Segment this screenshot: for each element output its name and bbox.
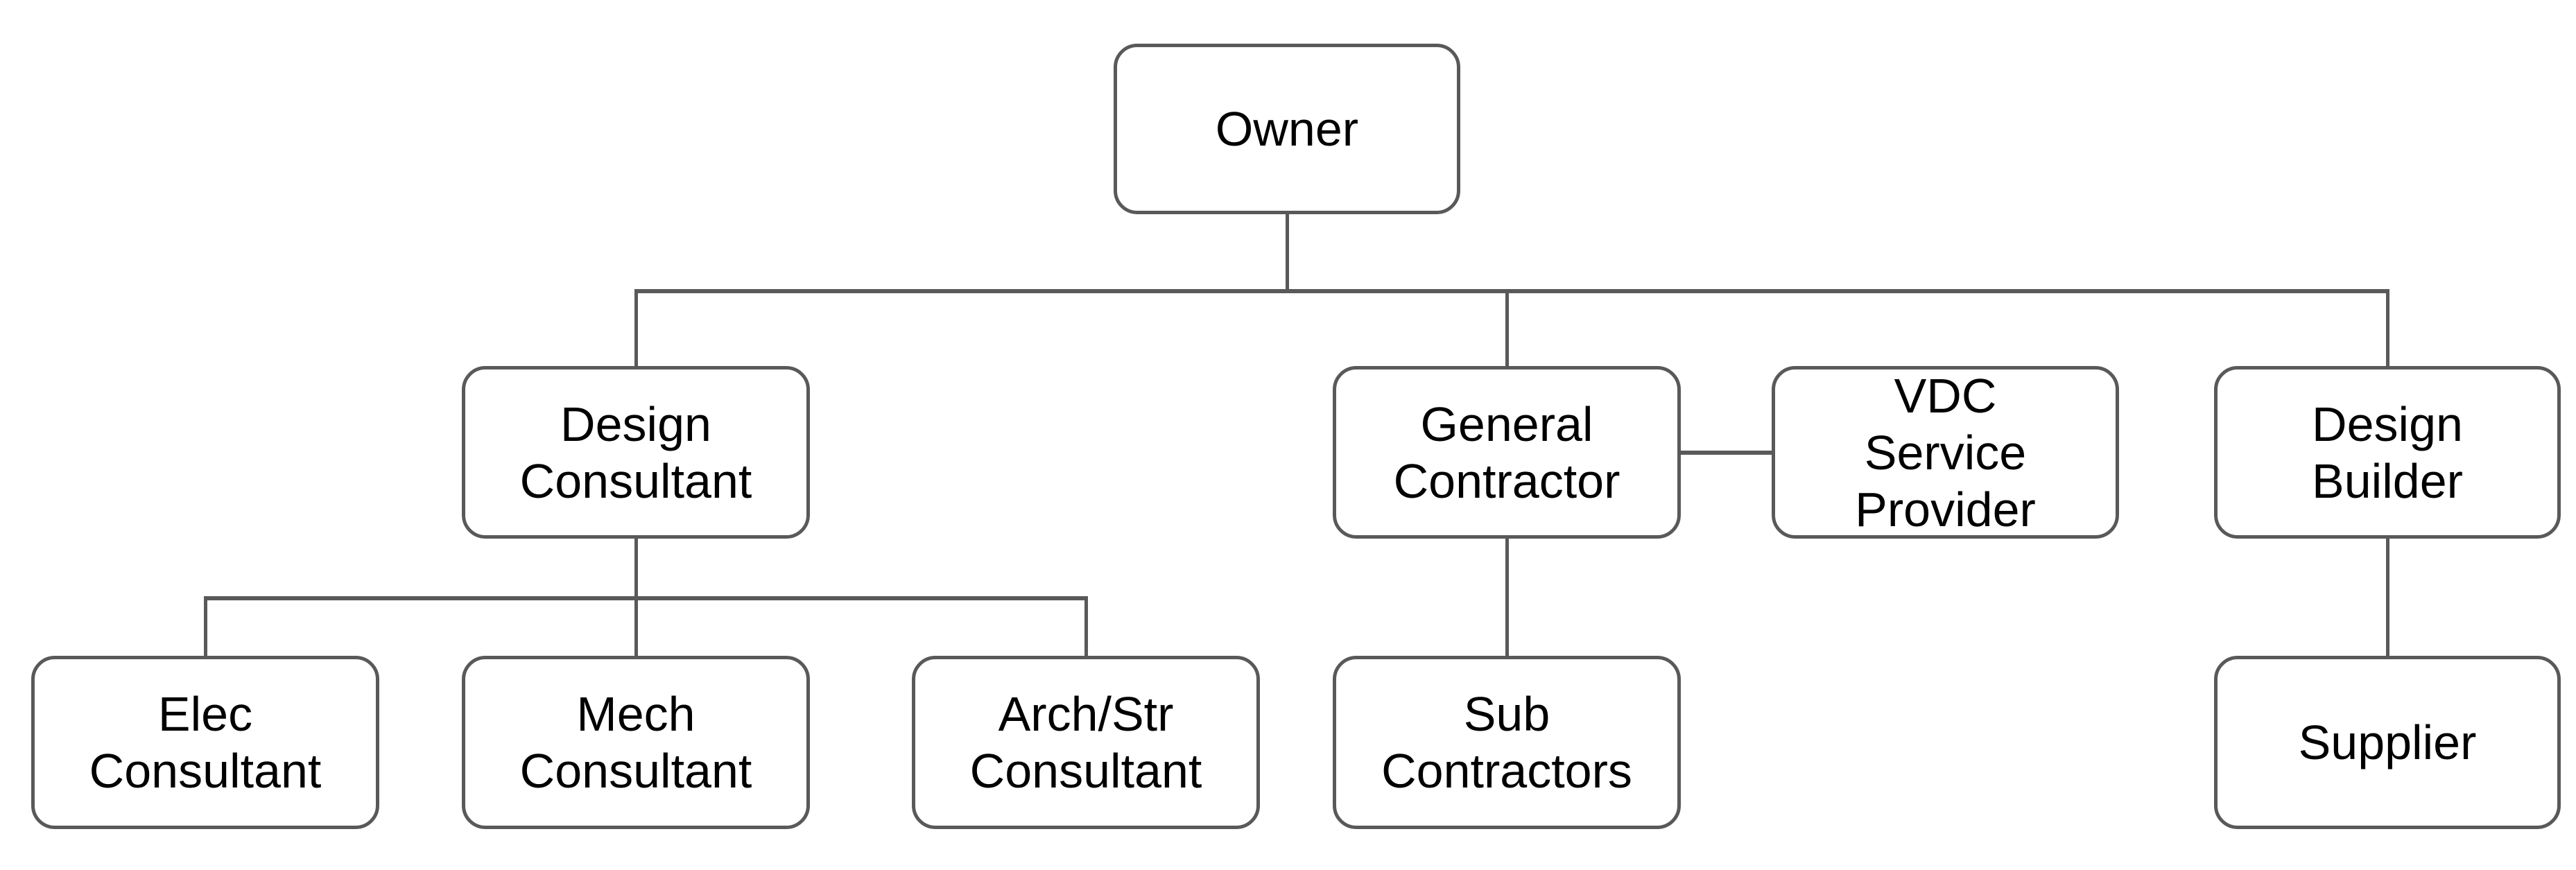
- node-vdc-service-provider: VDC Service Provider: [1772, 366, 2119, 539]
- connector-bus-elec-consultant: [204, 598, 207, 656]
- node-label: Owner: [1215, 102, 1359, 156]
- node-label: Design Consultant: [519, 397, 752, 508]
- node-label: General Contractor: [1393, 397, 1620, 508]
- node-sub-contractors: Sub Contractors: [1333, 656, 1681, 829]
- node-label: Mech Consultant: [519, 687, 752, 798]
- node-general-contractor: General Contractor: [1333, 366, 1681, 539]
- node-owner: Owner: [1114, 44, 1460, 214]
- connector-consultants-bus: [204, 596, 1088, 600]
- node-elec-consultant: Elec Consultant: [31, 656, 379, 829]
- node-arch-str-consultant: Arch/Str Consultant: [912, 656, 1260, 829]
- node-label: Supplier: [2298, 715, 2477, 769]
- node-label: VDC Service Provider: [1855, 368, 2036, 537]
- node-supplier: Supplier: [2214, 656, 2561, 829]
- connector-design-consultant-down: [634, 539, 638, 598]
- node-design-consultant: Design Consultant: [462, 366, 810, 539]
- node-label: Design Builder: [2312, 397, 2463, 508]
- connector-bus-design-consultant: [634, 291, 638, 366]
- node-label: Arch/Str Consultant: [969, 687, 1202, 798]
- node-label: Elec Consultant: [89, 687, 322, 798]
- node-design-builder: Design Builder: [2214, 366, 2561, 539]
- node-mech-consultant: Mech Consultant: [462, 656, 810, 829]
- connector-db-supplier: [2386, 539, 2389, 656]
- connector-owner-down: [1286, 214, 1289, 291]
- connector-bus-mech-consultant: [634, 598, 638, 656]
- connector-gc-sub-contractors: [1505, 539, 1509, 656]
- connector-bus-general-contractor: [1505, 291, 1509, 366]
- connector-level1-bus: [634, 289, 2389, 293]
- connector-bus-design-builder: [2386, 291, 2389, 366]
- connector-bus-arch-str-consultant: [1084, 598, 1088, 656]
- connector-gc-vdc: [1679, 451, 1772, 455]
- node-label: Sub Contractors: [1381, 687, 1632, 798]
